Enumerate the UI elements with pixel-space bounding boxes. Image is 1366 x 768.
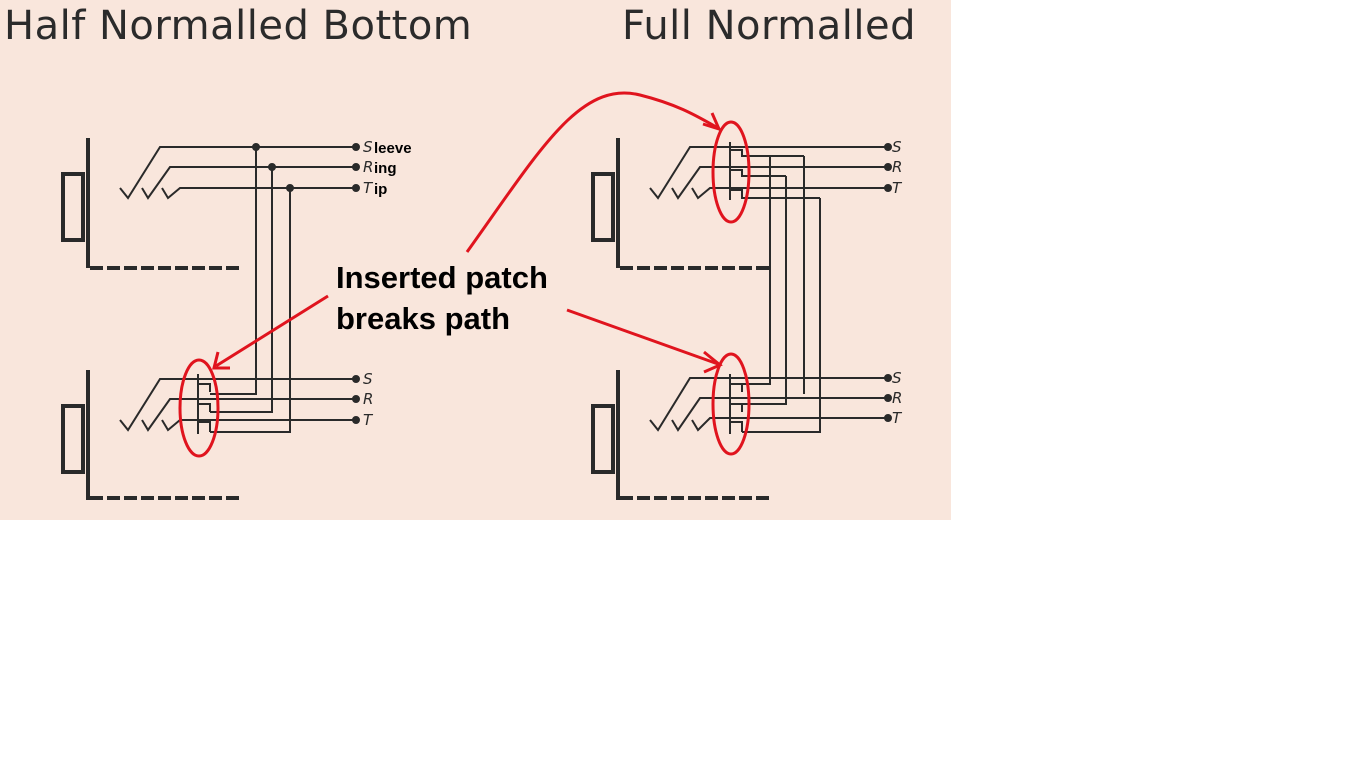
arrow-to-left-bottom	[215, 294, 329, 368]
arrow-to-right-top-head	[702, 112, 722, 132]
arrow-to-left-bottom-head	[212, 351, 230, 370]
right-top-tip-label: T	[892, 179, 903, 197]
patchbay-diagram: S R T S R T	[0, 0, 951, 520]
arrow-to-right-bottom-head	[703, 350, 723, 374]
left-top-sleeve-label: S	[363, 138, 373, 156]
right-bottom-terminal-labels: S R T	[892, 369, 903, 427]
right-top-ring-label: R	[892, 158, 902, 176]
right-top-sleeve-label: S	[892, 138, 902, 156]
annotations	[178, 91, 751, 458]
diagram-background	[0, 0, 951, 520]
left-bottom-highlight-ellipse	[178, 358, 220, 458]
title-half-normalled-bottom: Half Normalled Bottom	[4, 3, 473, 49]
left-bottom-tip-label: T	[363, 411, 374, 429]
sleeve-suffix-label: leeve	[374, 140, 412, 157]
tip-suffix-label: ip	[374, 181, 388, 198]
right-bottom-highlight-ellipse	[711, 352, 751, 456]
right-normal-wiring	[742, 155, 821, 433]
left-top-tip-label: T	[363, 179, 374, 197]
left-top-terminal-labels: S R T	[363, 138, 374, 197]
right-top-jack	[591, 138, 892, 270]
left-bottom-terminal-labels: S R T	[363, 370, 374, 429]
arrow-to-right-top	[465, 91, 719, 253]
left-top-ring-label: R	[363, 158, 373, 176]
right-top-highlight-ellipse	[711, 120, 751, 224]
title-full-normalled: Full Normalled	[622, 3, 916, 49]
left-normal-wiring	[210, 147, 291, 433]
callout-line-1: Inserted patch	[336, 260, 548, 295]
callout-line-2: breaks path	[336, 301, 511, 336]
left-bottom-sleeve-label: S	[363, 370, 373, 388]
ring-suffix-label: ing	[374, 160, 397, 177]
callout-text: Inserted patch breaks path	[336, 257, 548, 339]
right-top-terminal-labels: S R T	[892, 138, 903, 197]
right-bottom-jack	[591, 370, 892, 500]
right-bottom-sleeve-label: S	[892, 369, 902, 387]
arrow-to-right-bottom	[566, 308, 719, 366]
right-bottom-tip-label: T	[892, 409, 903, 427]
left-top-jack	[61, 138, 360, 270]
left-bottom-ring-label: R	[363, 390, 373, 408]
left-bottom-jack	[61, 370, 360, 500]
right-bottom-ring-label: R	[892, 389, 902, 407]
